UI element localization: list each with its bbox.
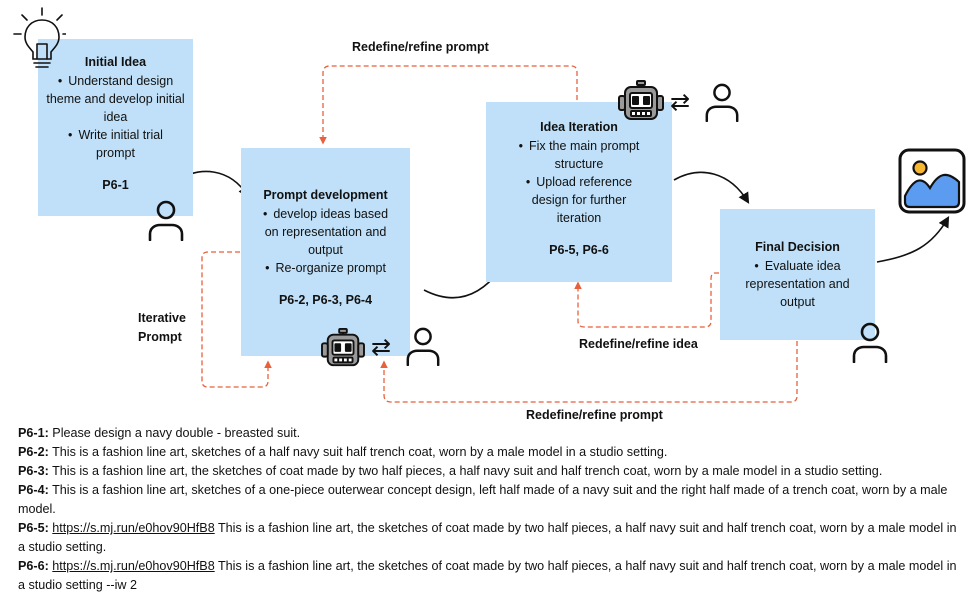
person-icon bbox=[406, 327, 440, 366]
note-id: P6-3: bbox=[18, 464, 49, 478]
note-p6-3: P6-3: This is a fashion line art, the sk… bbox=[18, 462, 963, 481]
note-id: P6-2: bbox=[18, 445, 49, 459]
prompt-development-bullet-2: Re-organize prompt bbox=[241, 259, 410, 277]
prompt-development-box: Prompt development develop ideas based o… bbox=[241, 148, 410, 356]
label-refine-idea: Redefine/refine idea bbox=[579, 337, 698, 351]
idea-iteration-title: Idea Iteration bbox=[540, 120, 618, 134]
note-link[interactable]: https://s.mj.run/e0hov90HfB8 bbox=[52, 559, 215, 573]
initial-idea-bullet-2: Write initial trial prompt bbox=[38, 126, 193, 162]
initial-idea-bullet-1: Understand design theme and develop init… bbox=[38, 72, 193, 126]
lightbulb-icon bbox=[13, 7, 66, 68]
note-id: P6-6: bbox=[18, 559, 49, 573]
note-p6-4: P6-4: This is a fashion line art, sketch… bbox=[18, 481, 963, 519]
prompt-development-title: Prompt development bbox=[263, 188, 388, 202]
note-id: P6-4: bbox=[18, 483, 49, 497]
initial-idea-bullets: Understand design theme and develop init… bbox=[38, 72, 193, 162]
idea-iteration-bullet-1: Fix the main prompt structure bbox=[486, 137, 672, 173]
prompt-notes: P6-1: Please design a navy double - brea… bbox=[18, 424, 963, 595]
flow-arrow-final-to-output bbox=[876, 216, 950, 263]
note-p6-1: P6-1: Please design a navy double - brea… bbox=[18, 424, 963, 443]
note-p6-5: P6-5: https://s.mj.run/e0hov90HfB8 This … bbox=[18, 519, 963, 557]
note-text: This is a fashion line art, the sketches… bbox=[52, 464, 883, 478]
note-text: Please design a navy double - breasted s… bbox=[52, 426, 301, 440]
initial-idea-box: Initial Idea Understand design theme and… bbox=[38, 39, 193, 216]
swap-arrows-icon: ⇄ bbox=[670, 89, 691, 116]
loop-refine-prompt-bottom bbox=[380, 341, 798, 403]
note-link[interactable]: https://s.mj.run/e0hov90HfB8 bbox=[52, 521, 215, 535]
note-text: This is a fashion line art, the sketches… bbox=[18, 559, 957, 592]
prompt-development-bullet-1: develop ideas based on representation an… bbox=[241, 205, 410, 259]
swap-arrows-icon: ⇄ bbox=[371, 334, 392, 361]
robot-icon bbox=[321, 328, 365, 367]
person-icon bbox=[148, 200, 184, 241]
note-p6-2: P6-2: This is a fashion line art, sketch… bbox=[18, 443, 963, 462]
robot-icon bbox=[618, 80, 664, 120]
idea-iteration-bullets: Fix the main prompt structure Upload ref… bbox=[486, 137, 672, 227]
image-icon bbox=[898, 148, 966, 214]
final-decision-title: Final Decision bbox=[755, 240, 840, 254]
loop-iterative-prompt bbox=[201, 251, 272, 388]
idea-iteration-bullet-2: Upload reference design for further iter… bbox=[486, 173, 672, 227]
note-id: P6-1: bbox=[18, 426, 49, 440]
note-text: This is a fashion line art, the sketches… bbox=[18, 521, 957, 554]
note-p6-6: P6-6: https://s.mj.run/e0hov90HfB8 This … bbox=[18, 557, 963, 595]
idea-iteration-ref: P6-5, P6-6 bbox=[549, 243, 609, 257]
label-refine-prompt-bottom: Redefine/refine prompt bbox=[526, 408, 663, 422]
label-refine-prompt-top: Redefine/refine prompt bbox=[352, 40, 489, 54]
initial-idea-title: Initial Idea bbox=[84, 55, 147, 69]
note-text: This is a fashion line art, sketches of … bbox=[52, 445, 668, 459]
final-decision-bullets: Evaluate idea representation and output bbox=[720, 257, 875, 311]
label-iterative-prompt: Iterative Prompt bbox=[138, 311, 186, 344]
prompt-development-bullets: develop ideas based on representation an… bbox=[241, 205, 410, 277]
flow-arrow-iteration-to-final bbox=[673, 171, 750, 204]
person-icon bbox=[705, 83, 739, 122]
final-decision-bullet-1: Evaluate idea representation and output bbox=[720, 257, 875, 311]
final-decision-box: Final Decision Evaluate idea representat… bbox=[720, 209, 875, 340]
note-text: This is a fashion line art, sketches of … bbox=[18, 483, 948, 516]
loop-refine-idea bbox=[574, 272, 719, 328]
note-id: P6-5: bbox=[18, 521, 49, 535]
prompt-development-ref: P6-2, P6-3, P6-4 bbox=[278, 293, 373, 307]
initial-idea-ref: P6-1 bbox=[102, 178, 129, 192]
person-icon bbox=[852, 322, 888, 363]
idea-iteration-box: Idea Iteration Fix the main prompt struc… bbox=[486, 102, 672, 282]
